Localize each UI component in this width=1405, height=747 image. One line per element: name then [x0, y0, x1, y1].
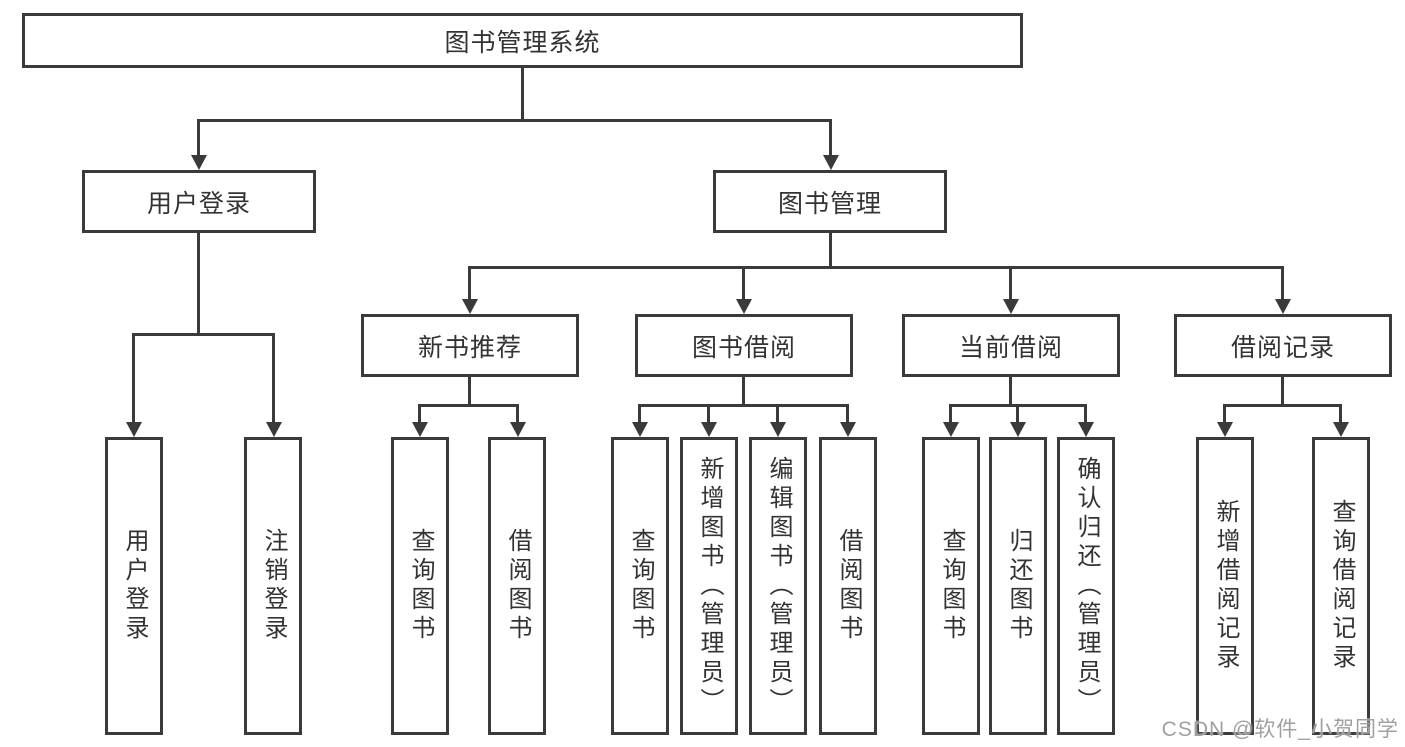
leaf-nb-borrow-books: 借阅图书 — [488, 437, 546, 735]
node-current-borrow: 当前借阅 — [902, 314, 1120, 377]
connector-line — [1009, 266, 1012, 301]
node-borrow-records: 借阅记录 — [1174, 314, 1392, 377]
node-root-label: 图书管理系统 — [444, 28, 601, 57]
leaf-cb-query-books-label: 查询图书 — [938, 528, 965, 644]
leaf-br-query-record: 查询借阅记录 — [1312, 437, 1370, 735]
arrow-head-icon — [1078, 422, 1094, 437]
connector-line — [776, 404, 779, 425]
node-book-management-label: 图书管理 — [777, 189, 882, 218]
arrow-head-icon — [1003, 299, 1019, 314]
leaf-cb-confirm-return-admin-label: 确认归还（管理员） — [1073, 455, 1100, 717]
leaf-bb-query-books-label: 查询图书 — [627, 528, 654, 644]
leaf-bb-borrow-books: 借阅图书 — [819, 437, 877, 735]
connector-line — [638, 404, 641, 425]
leaf-br-add-record: 新增借阅记录 — [1196, 437, 1254, 735]
arrow-head-icon — [823, 155, 839, 170]
leaf-cb-return-books-label: 归还图书 — [1005, 528, 1032, 644]
node-root-system: 图书管理系统 — [22, 13, 1023, 68]
connector-line — [1223, 404, 1226, 425]
connector-line — [418, 404, 421, 425]
connector-line — [516, 404, 519, 425]
connector-line — [521, 68, 524, 122]
leaf-logout: 注销登录 — [244, 437, 302, 735]
node-book-borrow: 图书借阅 — [635, 314, 853, 377]
connector-line — [1339, 404, 1342, 425]
connector-line — [742, 266, 745, 301]
leaf-nb-query-books: 查询图书 — [391, 437, 449, 735]
connector-line — [949, 404, 952, 425]
connector-line — [707, 404, 710, 425]
connector-line — [132, 333, 275, 336]
arrow-head-icon — [266, 422, 282, 437]
leaf-user-login: 用户登录 — [105, 437, 163, 735]
arrow-head-icon — [701, 422, 717, 437]
leaf-bb-add-books-admin: 新增图书（管理员） — [680, 437, 738, 735]
leaf-br-query-record-label: 查询借阅记录 — [1328, 499, 1355, 673]
arrow-head-icon — [1010, 422, 1026, 437]
arrow-head-icon — [840, 422, 856, 437]
connector-line — [742, 377, 745, 407]
leaf-cb-query-books: 查询图书 — [922, 437, 980, 735]
node-new-book-recommend: 新书推荐 — [361, 314, 579, 377]
connector-line — [1281, 377, 1284, 407]
arrow-head-icon — [1275, 299, 1291, 314]
arrow-head-icon — [1217, 422, 1233, 437]
arrow-head-icon — [632, 422, 648, 437]
connector-line — [197, 119, 200, 158]
arrow-head-icon — [770, 422, 786, 437]
connector-line — [1084, 404, 1087, 425]
leaf-logout-label: 注销登录 — [260, 528, 287, 644]
connector-line — [468, 266, 1284, 269]
leaf-nb-query-books-label: 查询图书 — [407, 528, 434, 644]
connector-line — [132, 333, 135, 425]
node-book-management: 图书管理 — [713, 170, 947, 233]
leaf-user-login-label: 用户登录 — [121, 528, 148, 644]
leaf-bb-borrow-books-label: 借阅图书 — [835, 528, 862, 644]
leaf-bb-add-books-admin-label: 新增图书（管理员） — [696, 455, 723, 717]
leaf-cb-return-books: 归还图书 — [989, 437, 1047, 735]
connector-line — [418, 404, 519, 407]
arrow-head-icon — [943, 422, 959, 437]
node-current-borrow-label: 当前借阅 — [958, 333, 1063, 362]
connector-line — [468, 377, 471, 407]
leaf-bb-edit-books-admin: 编辑图书（管理员） — [749, 437, 807, 735]
connector-line — [197, 119, 832, 122]
watermark: CSDN @软件_小贺同学 — [1161, 718, 1399, 741]
leaf-br-add-record-label: 新增借阅记录 — [1212, 499, 1239, 673]
connector-line — [1016, 404, 1019, 425]
arrow-head-icon — [191, 155, 207, 170]
arrow-head-icon — [1333, 422, 1349, 437]
connector-line — [846, 404, 849, 425]
leaf-bb-query-books: 查询图书 — [611, 437, 669, 735]
node-user-login-label: 用户登录 — [146, 189, 251, 218]
leaf-cb-confirm-return-admin: 确认归还（管理员） — [1057, 437, 1115, 735]
leaf-bb-edit-books-admin-label: 编辑图书（管理员） — [765, 455, 792, 717]
connector-line — [272, 333, 275, 425]
arrow-head-icon — [462, 299, 478, 314]
connector-line — [1281, 266, 1284, 301]
arrow-head-icon — [736, 299, 752, 314]
connector-line — [1009, 377, 1012, 407]
arrow-head-icon — [126, 422, 142, 437]
node-new-book-recommend-label: 新书推荐 — [417, 333, 522, 362]
connector-line — [829, 119, 832, 158]
node-user-login: 用户登录 — [82, 170, 316, 233]
leaf-nb-borrow-books-label: 借阅图书 — [504, 528, 531, 644]
connector-line — [638, 404, 849, 407]
node-book-borrow-label: 图书借阅 — [691, 333, 796, 362]
connector-line — [1223, 404, 1342, 407]
connector-line — [829, 233, 832, 269]
connector-line — [468, 266, 471, 301]
connector-line — [197, 233, 200, 336]
node-borrow-records-label: 借阅记录 — [1230, 333, 1335, 362]
arrow-head-icon — [510, 422, 526, 437]
arrow-head-icon — [412, 422, 428, 437]
